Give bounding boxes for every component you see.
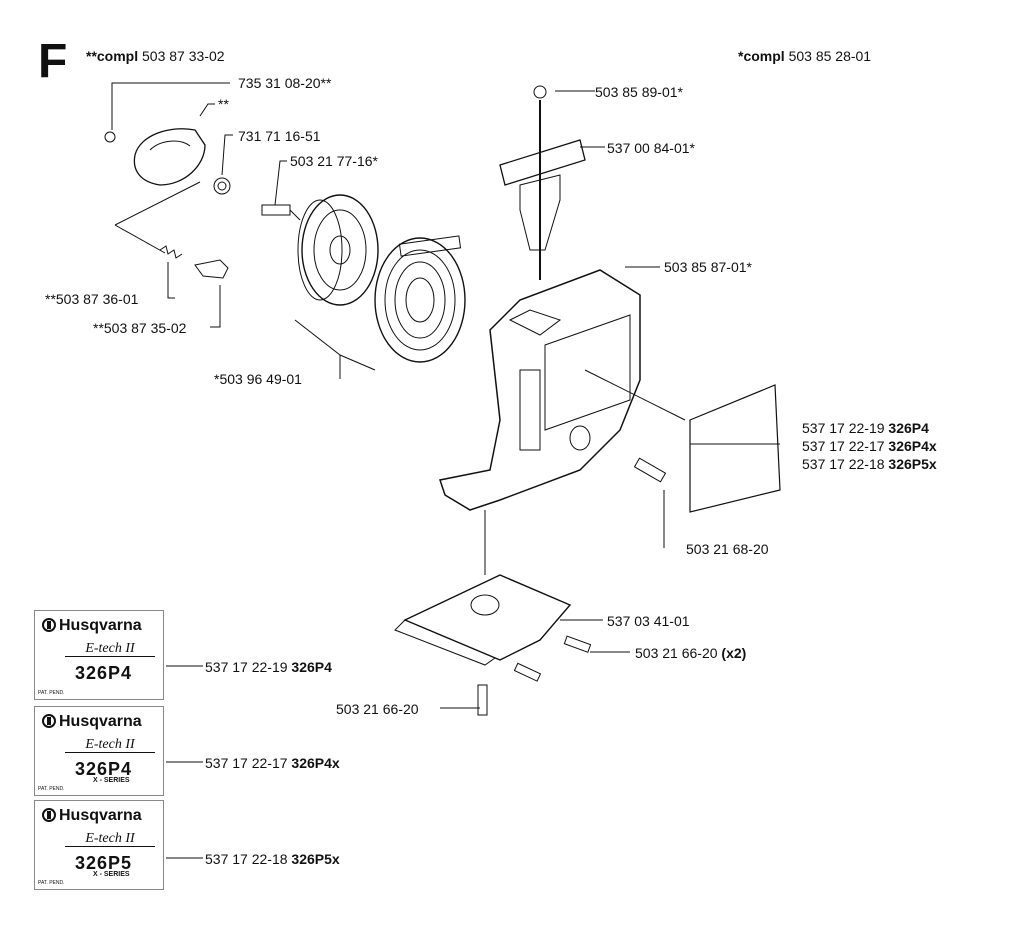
label-star-star: ** bbox=[218, 96, 229, 112]
label-503-21-66-20-x2: 503 21 66-20 (x2) bbox=[635, 645, 747, 661]
decal-etech: E-tech II bbox=[65, 737, 155, 753]
decal-patent: PAT. PEND. bbox=[38, 690, 65, 696]
label-537-03-41-01: 537 03 41-01 bbox=[607, 613, 690, 629]
label-537-17-22-18: 537 17 22-18 326P5x bbox=[802, 456, 937, 472]
label-decal-326p4x: 537 17 22-17 326P4x bbox=[205, 755, 340, 771]
decal-brand: Husqvarna bbox=[41, 713, 142, 731]
label-537-17-22-17: 537 17 22-17 326P4x bbox=[802, 438, 937, 454]
husqvarna-logo-icon bbox=[42, 618, 56, 632]
husqvarna-logo-icon bbox=[42, 714, 56, 728]
right-assembly-header: *compl 503 85 28-01 bbox=[738, 48, 872, 64]
label-537-17-22-19: 537 17 22-19 326P4 bbox=[802, 420, 929, 436]
label-503-87-35-02: **503 87 35-02 bbox=[93, 320, 187, 336]
decal-brand: Husqvarna bbox=[41, 617, 142, 635]
label-503-96-49-01: *503 96 49-01 bbox=[214, 371, 302, 387]
label-503-21-77-16: 503 21 77-16* bbox=[290, 153, 378, 169]
decal-series: X - SERIES bbox=[93, 871, 130, 878]
label-503-87-36-01: **503 87 36-01 bbox=[45, 291, 139, 307]
decal-series: X - SERIES bbox=[93, 777, 130, 784]
decal-model: 326P4 bbox=[75, 663, 133, 683]
label-735-31-08-20: 735 31 08-20** bbox=[238, 75, 332, 91]
decal-model: 326P4 bbox=[75, 759, 133, 779]
label-503-85-87-01: 503 85 87-01* bbox=[664, 259, 752, 275]
label-503-85-89-01: 503 85 89-01* bbox=[595, 84, 683, 100]
decal-326p4x: Husqvarna E-tech II 326P4 X - SERIES PAT… bbox=[34, 706, 164, 796]
label-decal-326p4: 537 17 22-19 326P4 bbox=[205, 659, 332, 675]
decal-etech: E-tech II bbox=[65, 831, 155, 847]
decal-326p5x: Husqvarna E-tech II 326P5 X - SERIES PAT… bbox=[34, 800, 164, 890]
decal-patent: PAT. PEND. bbox=[38, 786, 65, 792]
label-537-00-84-01: 537 00 84-01* bbox=[607, 140, 695, 156]
label-decal-326p5x: 537 17 22-18 326P5x bbox=[205, 851, 340, 867]
decal-brand: Husqvarna bbox=[41, 807, 142, 825]
husqvarna-logo-icon bbox=[42, 808, 56, 822]
decal-326p4: Husqvarna E-tech II 326P4 PAT. PEND. bbox=[34, 610, 164, 700]
label-503-21-66-20: 503 21 66-20 bbox=[336, 701, 419, 717]
decal-model: 326P5 bbox=[75, 853, 133, 873]
label-731-71-16-51: 731 71 16-51 bbox=[238, 128, 321, 144]
label-503-21-68-20: 503 21 68-20 bbox=[686, 541, 769, 557]
section-letter: F bbox=[38, 35, 68, 88]
decal-patent: PAT. PEND. bbox=[38, 880, 65, 886]
decal-etech: E-tech II bbox=[65, 641, 155, 657]
left-assembly-header: **compl 503 87 33-02 bbox=[86, 48, 225, 64]
